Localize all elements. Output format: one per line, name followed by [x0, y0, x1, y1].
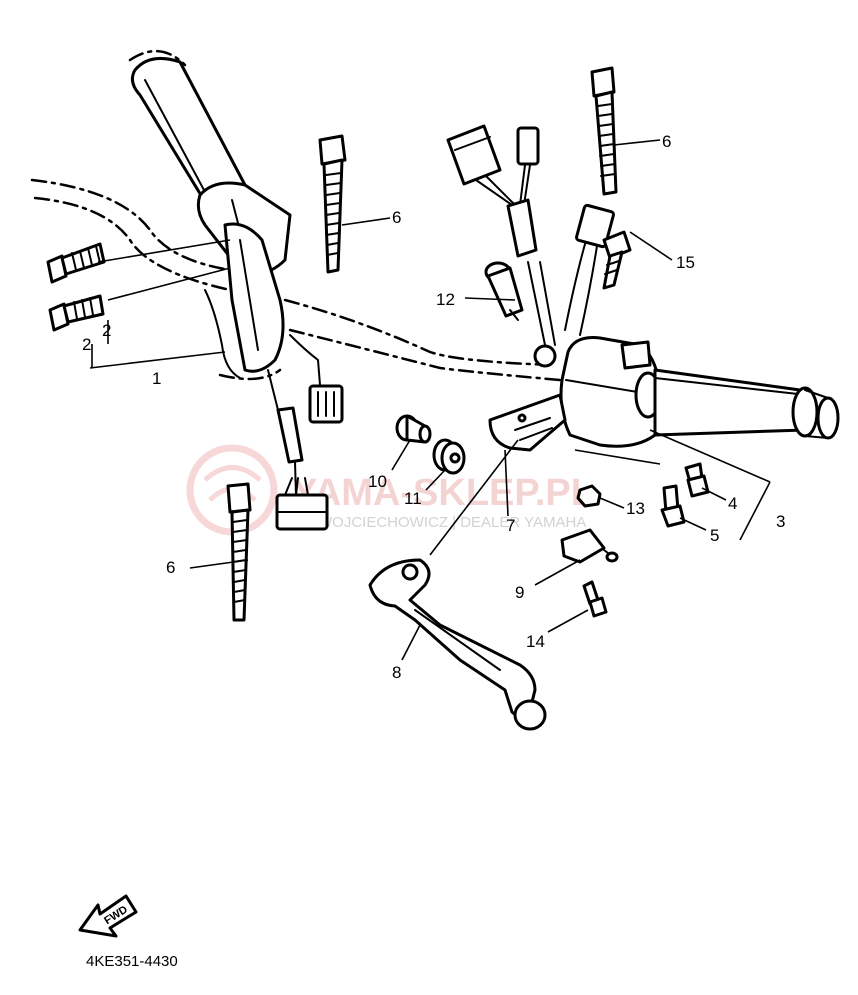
callout-1: 1: [152, 369, 161, 388]
callout-14: 14: [526, 632, 545, 651]
right-handlebar-grip: [653, 368, 840, 440]
right-connector-small: [516, 126, 540, 166]
screw-part-4: [684, 462, 710, 498]
screw-part-14: [582, 580, 608, 618]
clutch-lever: [368, 558, 547, 731]
callout-2a: 2: [82, 335, 91, 354]
nut-part-13: [576, 484, 602, 508]
callout-3: 3: [776, 512, 785, 531]
bolt-part-12: [484, 261, 524, 321]
callout-7: 7: [506, 516, 515, 535]
adjuster-ring-part-11: [432, 438, 466, 475]
callout-11: 11: [404, 489, 422, 508]
right-connector-mid: [575, 203, 615, 249]
callout-13: 13: [626, 499, 645, 518]
right-wire-harness: [446, 124, 615, 346]
right-switch-housing: [559, 336, 662, 448]
leader-lines: [89, 139, 771, 661]
screw-part-5: [660, 484, 686, 528]
cable-tie-upper-right: [590, 66, 618, 196]
lever-holder-bracket: [488, 344, 567, 452]
left-switch-bracket: [204, 222, 285, 379]
drawing-code: 4KE351-4430: [86, 953, 178, 970]
left-wire-harness: [267, 334, 344, 531]
screw-part-2-lower: [48, 294, 105, 332]
callout-9: 9: [515, 583, 524, 602]
callout-6-lower-left: 6: [166, 558, 175, 577]
callout-6-upper-right: 6: [662, 132, 671, 151]
cable-tie-lower-left: [226, 482, 252, 622]
screw-part-2-upper: [46, 242, 106, 284]
cable-tie-upper-left: [318, 134, 347, 274]
watermark-sub-text: WOJCIECHOWICZ | DEALER YAMAHA: [318, 514, 586, 531]
callout-15: 15: [676, 253, 695, 272]
adjuster-knob-part-10: [395, 414, 432, 444]
handlebar-phantom: [30, 49, 562, 382]
callout-5: 5: [710, 526, 719, 545]
screw-part-15: [602, 230, 632, 290]
callout-4: 4: [728, 494, 737, 513]
callout-labels: 1 2 2 3 4 5 6 6 6 7 8 9 10 11 12 13 14 1…: [82, 132, 785, 682]
forward-arrow-icon: FWD: [78, 894, 138, 938]
right-connector-large: [446, 124, 502, 186]
callout-6-upper-left: 6: [392, 208, 401, 227]
callout-8: 8: [392, 663, 401, 682]
callout-2b: 2: [102, 321, 111, 340]
callout-10: 10: [368, 472, 387, 491]
left-handlebar-grip: [130, 56, 292, 275]
callout-12: 12: [436, 290, 455, 309]
watermark-main-text: YAMA-SKLEP.PL: [292, 472, 594, 514]
watermark: YAMA-SKLEP.PL WOJCIECHOWICZ | DEALER YAM…: [186, 444, 594, 536]
switch-part-9: [560, 528, 619, 564]
